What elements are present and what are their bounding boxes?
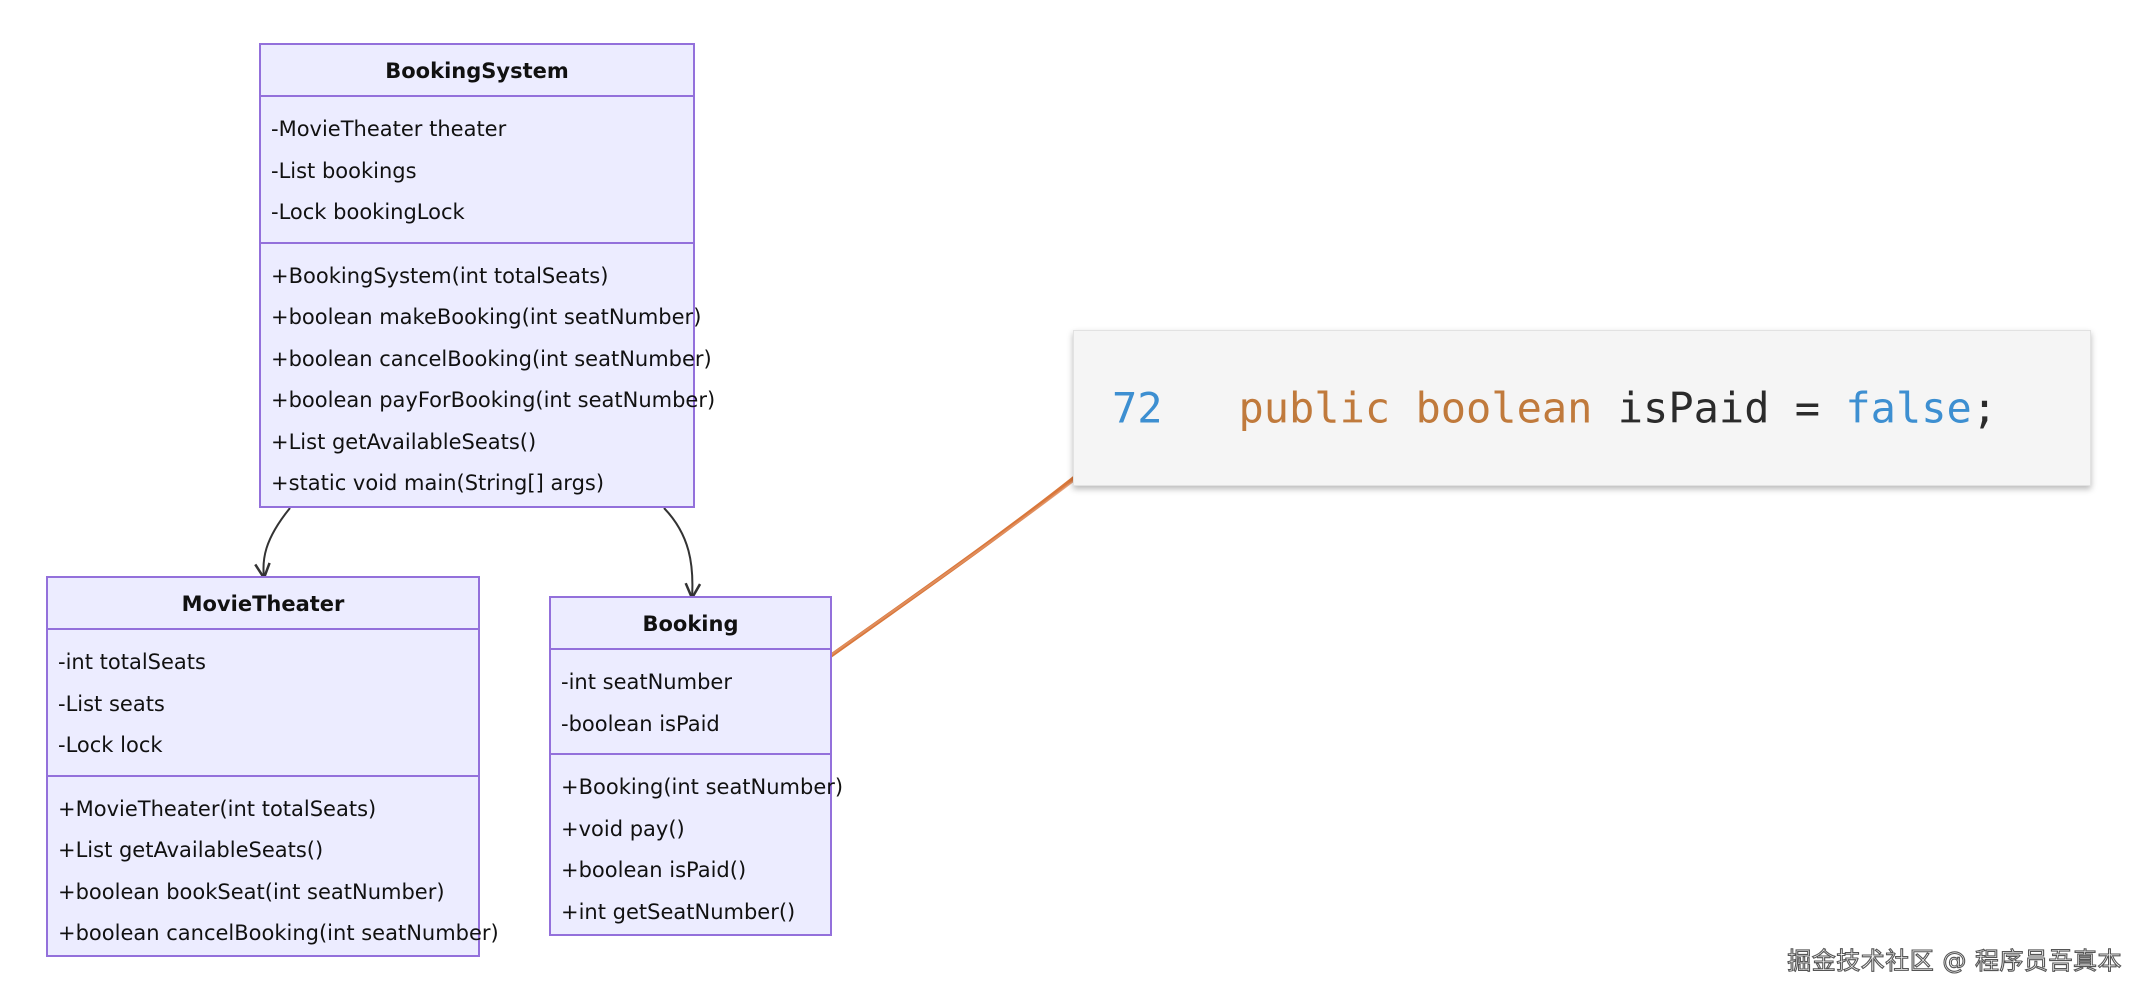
attribute: -Lock bookingLock (271, 200, 465, 224)
attribute: -MovieTheater theater (271, 117, 507, 141)
method: +BookingSystem(int totalSeats) (271, 263, 609, 288)
field-identifier: isPaid (1617, 383, 1770, 433)
method: +boolean payForBooking(int seatNumber) (271, 388, 716, 412)
line-number: 72 (1112, 383, 1163, 433)
class-bookingsystem: BookingSystem -MovieTheater theater -Lis… (259, 43, 715, 508)
methods-section: +MovieTheater(int totalSeats) +List getA… (48, 774, 499, 963)
method: +static void main(String[] args) (271, 471, 605, 495)
code-snippet-box: 72 public boolean isPaid = false; (1073, 330, 2091, 486)
method: +boolean cancelBooking(int seatNumber) (58, 921, 499, 945)
method: +List getAvailableSeats() (58, 838, 324, 862)
method: +boolean bookSeat(int seatNumber) (58, 879, 445, 904)
method: +List getAvailableSeats() (271, 429, 537, 454)
method: +MovieTheater(int totalSeats) (58, 796, 377, 821)
boolean-literal: false (1845, 383, 1972, 433)
keyword-public: public (1238, 383, 1391, 433)
attribute: -List bookings (271, 158, 417, 183)
attributes-section: -int totalSeats -List seats -Lock lock (48, 630, 478, 775)
method: +Booking(int seatNumber) (561, 775, 844, 799)
class-title: Booking (551, 598, 830, 650)
association-arrow-to-movietheater (263, 507, 291, 578)
attributes-section: -int seatNumber -boolean isPaid (551, 650, 830, 753)
attribute: -int totalSeats (58, 650, 206, 674)
class-movietheater: MovieTheater -int totalSeats -List seats… (46, 576, 499, 957)
attribute: -int seatNumber (561, 670, 732, 694)
attribute: -Lock lock (58, 733, 163, 757)
method: +void pay() (561, 816, 685, 841)
method: +int getSeatNumber() (561, 899, 796, 924)
statement-terminator: ; (1971, 383, 1998, 433)
keyword-type: boolean (1415, 383, 1593, 433)
method: +boolean cancelBooking(int seatNumber) (271, 346, 712, 371)
method: +boolean isPaid() (561, 858, 747, 882)
attribute: -List seats (58, 691, 165, 716)
watermark: 掘金技术社区 @ 程序员吾真本 (1787, 946, 2122, 975)
assignment-operator: = (1794, 383, 1821, 433)
method: +boolean makeBooking(int seatNumber) (271, 305, 702, 329)
class-booking: Booking -int seatNumber -boolean isPaid … (549, 596, 843, 936)
attribute: -boolean isPaid (561, 711, 720, 736)
code-line: 72 public boolean isPaid = false; (1112, 384, 1997, 433)
methods-section: +Booking(int seatNumber) +void pay() +bo… (551, 753, 844, 941)
class-title: MovieTheater (48, 578, 478, 630)
class-title: BookingSystem (261, 45, 693, 97)
methods-section: +BookingSystem(int totalSeats) +boolean … (261, 241, 716, 513)
attributes-section: -MovieTheater theater -List bookings -Lo… (261, 97, 693, 242)
association-arrow-to-booking (663, 507, 692, 598)
